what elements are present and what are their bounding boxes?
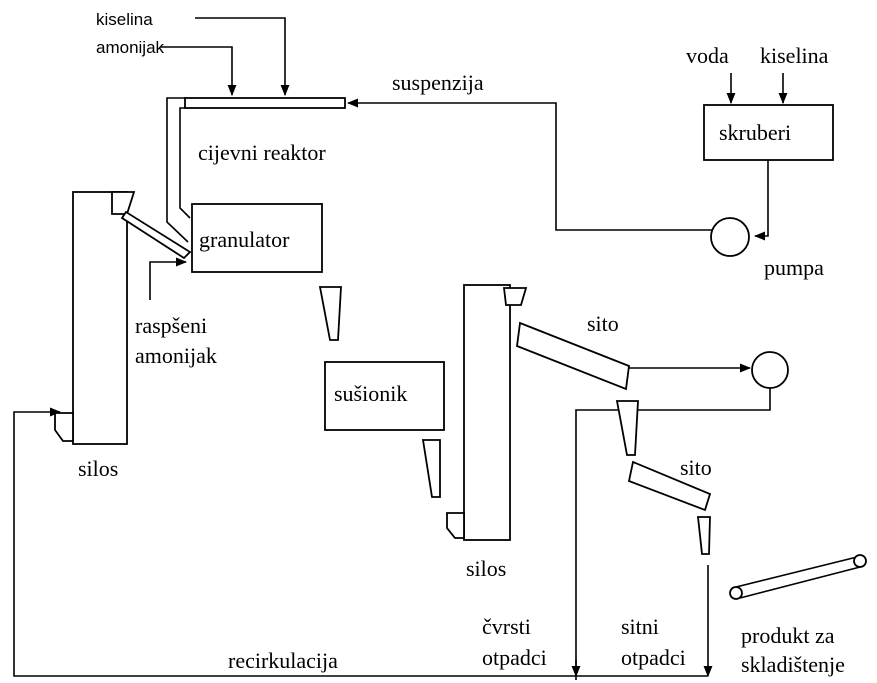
sito-2-label: sito (680, 455, 712, 480)
chute-below-screen-2 (696, 516, 711, 555)
sprayed-ammonia-arrow (149, 257, 188, 300)
left-silo (54, 191, 136, 445)
silos-mid-label: silos (466, 556, 506, 581)
scrubbers-to-pump-line (753, 160, 769, 241)
produkt-label: produkt za (741, 623, 835, 648)
raspseni-label: raspšeni (135, 313, 207, 338)
silos-left-label: silos (78, 456, 118, 481)
amonijak-left-label: amonijak (135, 343, 217, 368)
chute-below-dryer (421, 439, 441, 498)
pump-circle (710, 217, 750, 257)
chute-to-dryer (318, 286, 342, 341)
scrubbers-box (703, 104, 834, 161)
middle-silo (446, 284, 528, 541)
chute-below-screen-1 (615, 400, 639, 456)
granulator-box (191, 203, 323, 273)
recirkulacija-label: recirkulacija (228, 648, 338, 673)
pumpa-label: pumpa (764, 255, 824, 280)
granulator-label: granulator (199, 227, 290, 252)
scrubbers-feeds (726, 73, 788, 105)
voda-label: voda (686, 43, 729, 68)
pipe-reactor (166, 97, 346, 243)
skruberi-label: skruberi (719, 120, 791, 145)
cvrsti-label: čvrsti (482, 614, 531, 639)
oversize-waste-line (575, 388, 771, 680)
otpadci-1-label: otpadci (482, 645, 547, 670)
cijevni-reaktor-label: cijevni reaktor (198, 140, 326, 165)
suspenzija-label: suspenzija (392, 70, 484, 95)
skladistenje-label: skladištenje (741, 652, 845, 677)
conveyor-belt (729, 554, 867, 600)
suspension-line (346, 98, 717, 231)
kiselina-top-label: kiselina (96, 10, 153, 29)
dryer-box (324, 361, 445, 431)
recirculation-line (13, 407, 708, 677)
screen-1 (516, 321, 630, 391)
otpadci-2-label: otpadci (621, 645, 686, 670)
amonijak-top-label: amonijak (96, 38, 165, 57)
kiselina-right-label: kiselina (760, 43, 829, 68)
screen-2 (627, 460, 712, 512)
susionik-label: sušionik (334, 381, 407, 406)
reagent-feed-lines (160, 17, 290, 97)
mill-circle (751, 351, 789, 389)
sito-1-label: sito (587, 311, 619, 336)
sitni-label: sitni (621, 614, 659, 639)
